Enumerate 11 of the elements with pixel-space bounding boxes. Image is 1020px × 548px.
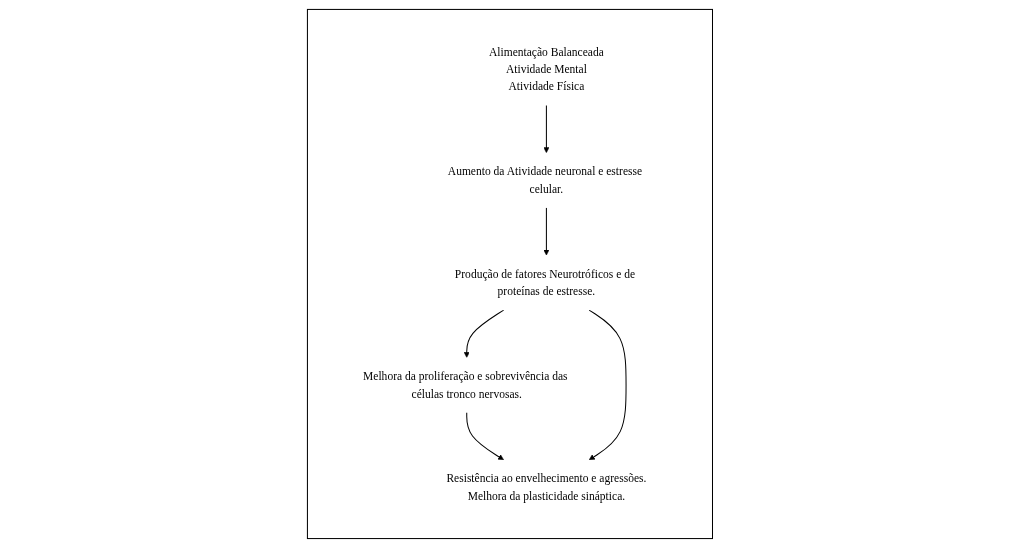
arrow: [463, 309, 505, 358]
node-text: Aumento da Atividade neuronal e estresse celular.: [447, 165, 643, 196]
node-text: Resistência ao envelhecimento e agressões. Melhora da plasticidade sináptica.: [446, 472, 647, 503]
arrow: [543, 207, 550, 256]
arrow: [466, 411, 504, 461]
arrow: [543, 104, 550, 154]
node-text: Produção de fatores Neurotróficos e de proteínas de estresse.: [454, 267, 636, 298]
node-text: Melhora da proliferação e sobrevivência das células tronco nervosas.: [363, 369, 568, 400]
arrow: [588, 309, 627, 461]
node-text: Alimentação Balanceada Atividade Mental Atividade Física: [489, 45, 604, 93]
cluster: [306, 8, 714, 540]
